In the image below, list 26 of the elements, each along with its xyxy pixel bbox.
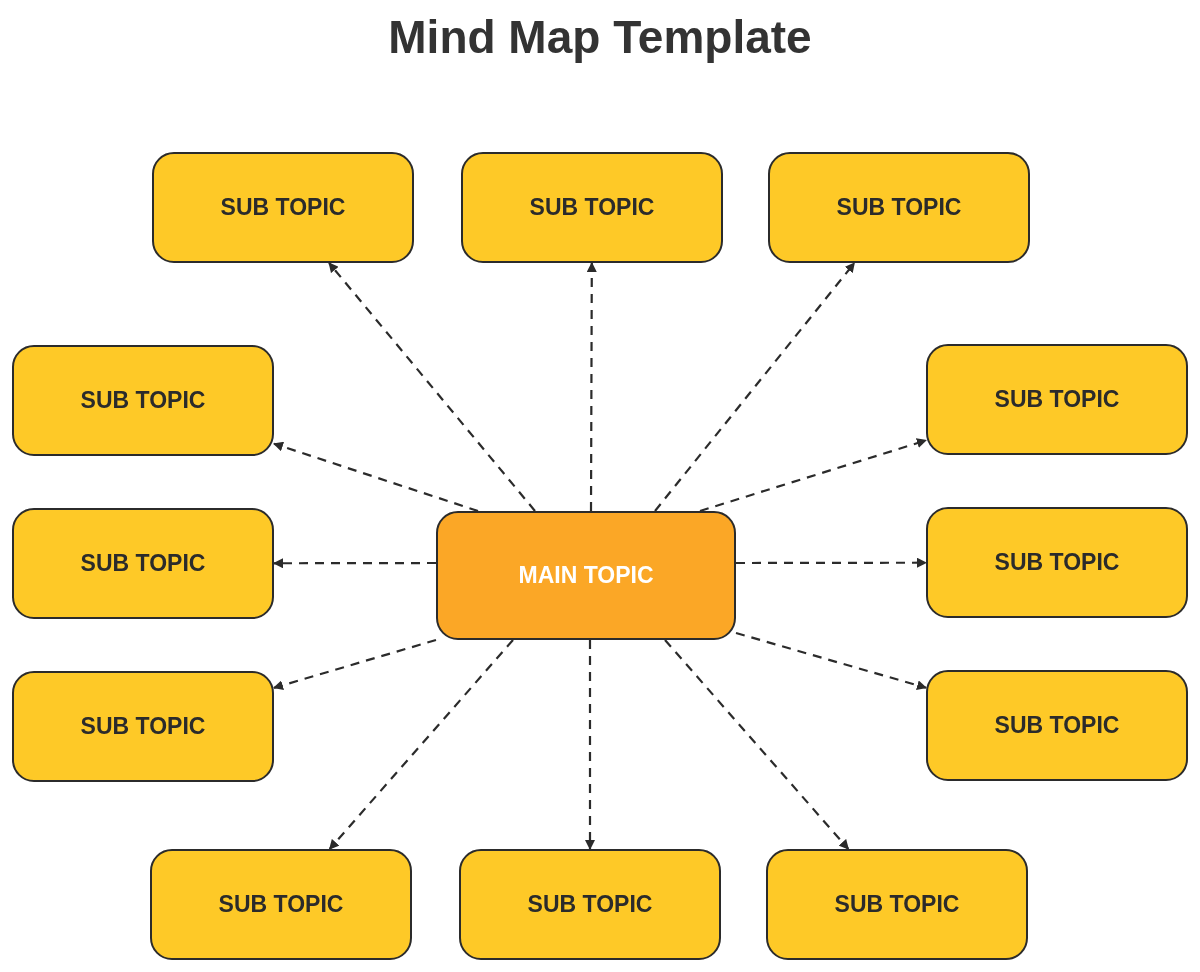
subtopic-box: SUB TOPIC [766, 849, 1028, 960]
subtopic-box: SUB TOPIC [768, 152, 1030, 263]
subtopic-box: SUB TOPIC [459, 849, 721, 960]
arrow [585, 640, 595, 850]
subtopic-box: SUB TOPIC [152, 152, 414, 263]
subtopic-box: SUB TOPIC [926, 507, 1188, 618]
arrow [654, 262, 856, 512]
arrow [328, 262, 536, 512]
arrow [273, 638, 437, 691]
arrow [664, 639, 850, 850]
arrow [273, 558, 436, 569]
subtopic-box: SUB TOPIC [12, 508, 274, 619]
title: Mind Map Template [387, 10, 813, 64]
subtopic-box: SUB TOPIC [926, 344, 1188, 455]
arrow [586, 262, 597, 511]
subtopic-box: SUB TOPIC [150, 849, 412, 960]
arrow [328, 639, 514, 850]
subtopic-box: SUB TOPIC [926, 670, 1188, 781]
arrow [736, 557, 927, 568]
subtopic-box: SUB TOPIC [461, 152, 723, 263]
arrow [735, 631, 927, 691]
arrow [273, 441, 479, 513]
subtopic-box: SUB TOPIC [12, 671, 274, 782]
subtopic-box: SUB TOPIC [12, 345, 274, 456]
main-topic-box: MAIN TOPIC [436, 511, 736, 640]
arrow [699, 438, 927, 513]
